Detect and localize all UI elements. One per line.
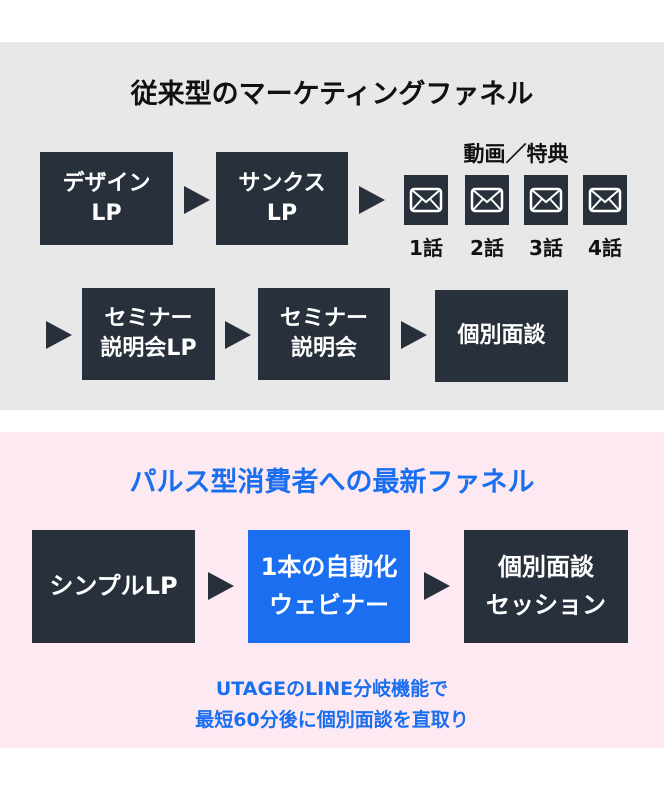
note-line-1: UTAGEのLINE分岐機能で [215,678,449,700]
step-label: シンプルLP [49,572,178,601]
step-label: 個別面談 [457,323,546,349]
episode-label: 2話 [470,236,504,260]
step-individual-session: 個別面談セッション [464,530,628,643]
step-label: セミナー [104,306,193,332]
traditional-funnel-title: 従来型のマーケティングファネル [130,79,534,110]
arrow-icon [401,321,427,349]
video-bonus-title: 動画／特典 [463,142,569,166]
step-label: ウェビナー [269,590,389,619]
step-label: 説明会 [290,336,357,361]
step-individual-meeting: 個別面談 [435,290,568,382]
mail-icon [524,175,568,225]
arrow-icon [46,321,72,349]
step-label: サンクス [238,170,326,196]
arrow-icon [225,321,251,349]
step-label: デザイン [62,170,151,196]
pulse-funnel-title: パルス型消費者への最新ファネル [129,467,535,498]
step-seminar: セミナー説明会 [258,288,390,380]
arrow-icon [208,572,234,600]
arrow-icon [424,572,450,600]
episode-label: 1話 [409,236,443,260]
episode-label: 4話 [588,236,622,260]
step-label: 1本の自動化 [260,553,398,582]
mail-icon [404,175,448,225]
mail-icon [583,175,627,225]
step-seminar-lp: セミナー説明会LP [82,288,215,380]
arrow-icon [184,186,210,214]
step-simple-lp: シンプルLP [32,530,195,643]
step-label: LP [91,200,122,226]
step-label: セッション [486,590,606,619]
step-thanks-lp: サンクス LP [216,152,348,245]
step-automated-webinar: 1本の自動化ウェビナー [248,530,410,643]
step-label: セミナー [279,306,368,332]
episode-label: 3話 [529,236,563,260]
arrow-icon [359,186,385,214]
step-label: 個別面談 [498,553,594,582]
step-label: 説明会LP [100,336,197,361]
step-label: LP [266,200,298,226]
note-line-2: 最短60分後に個別面談を直取り [195,709,469,731]
step-design-lp: デザイン LP [40,152,173,245]
mail-icon [465,175,509,225]
